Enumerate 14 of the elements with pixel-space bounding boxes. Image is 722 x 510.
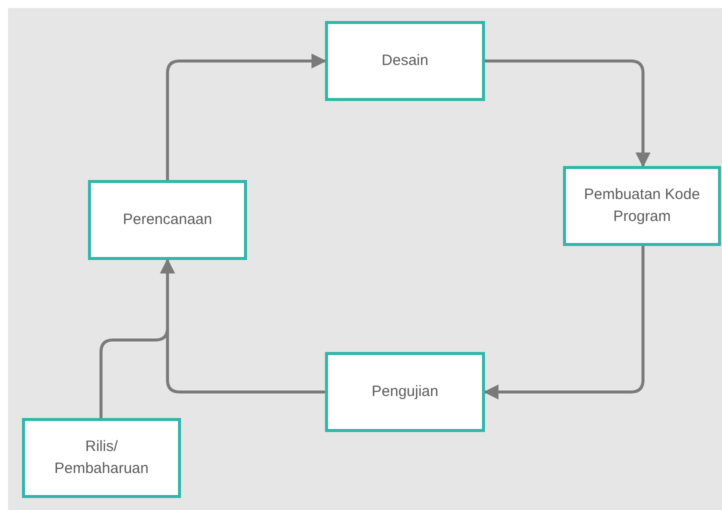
arrow <box>100 258 175 418</box>
step-label: Pembuatan Kode Program <box>583 184 701 227</box>
step-label: Desain <box>382 50 428 71</box>
process-box <box>88 180 247 260</box>
arrow <box>485 60 650 168</box>
process-box <box>325 352 485 432</box>
step-label: Rilis/ Pembaharuan <box>53 436 150 479</box>
arrow <box>484 246 644 400</box>
process-box <box>325 21 485 101</box>
arrow <box>166 54 326 180</box>
process-box <box>22 418 181 498</box>
step-label: Perencanaan <box>122 210 212 230</box>
step-label: Pengujian <box>372 382 438 402</box>
process-box <box>563 166 721 246</box>
